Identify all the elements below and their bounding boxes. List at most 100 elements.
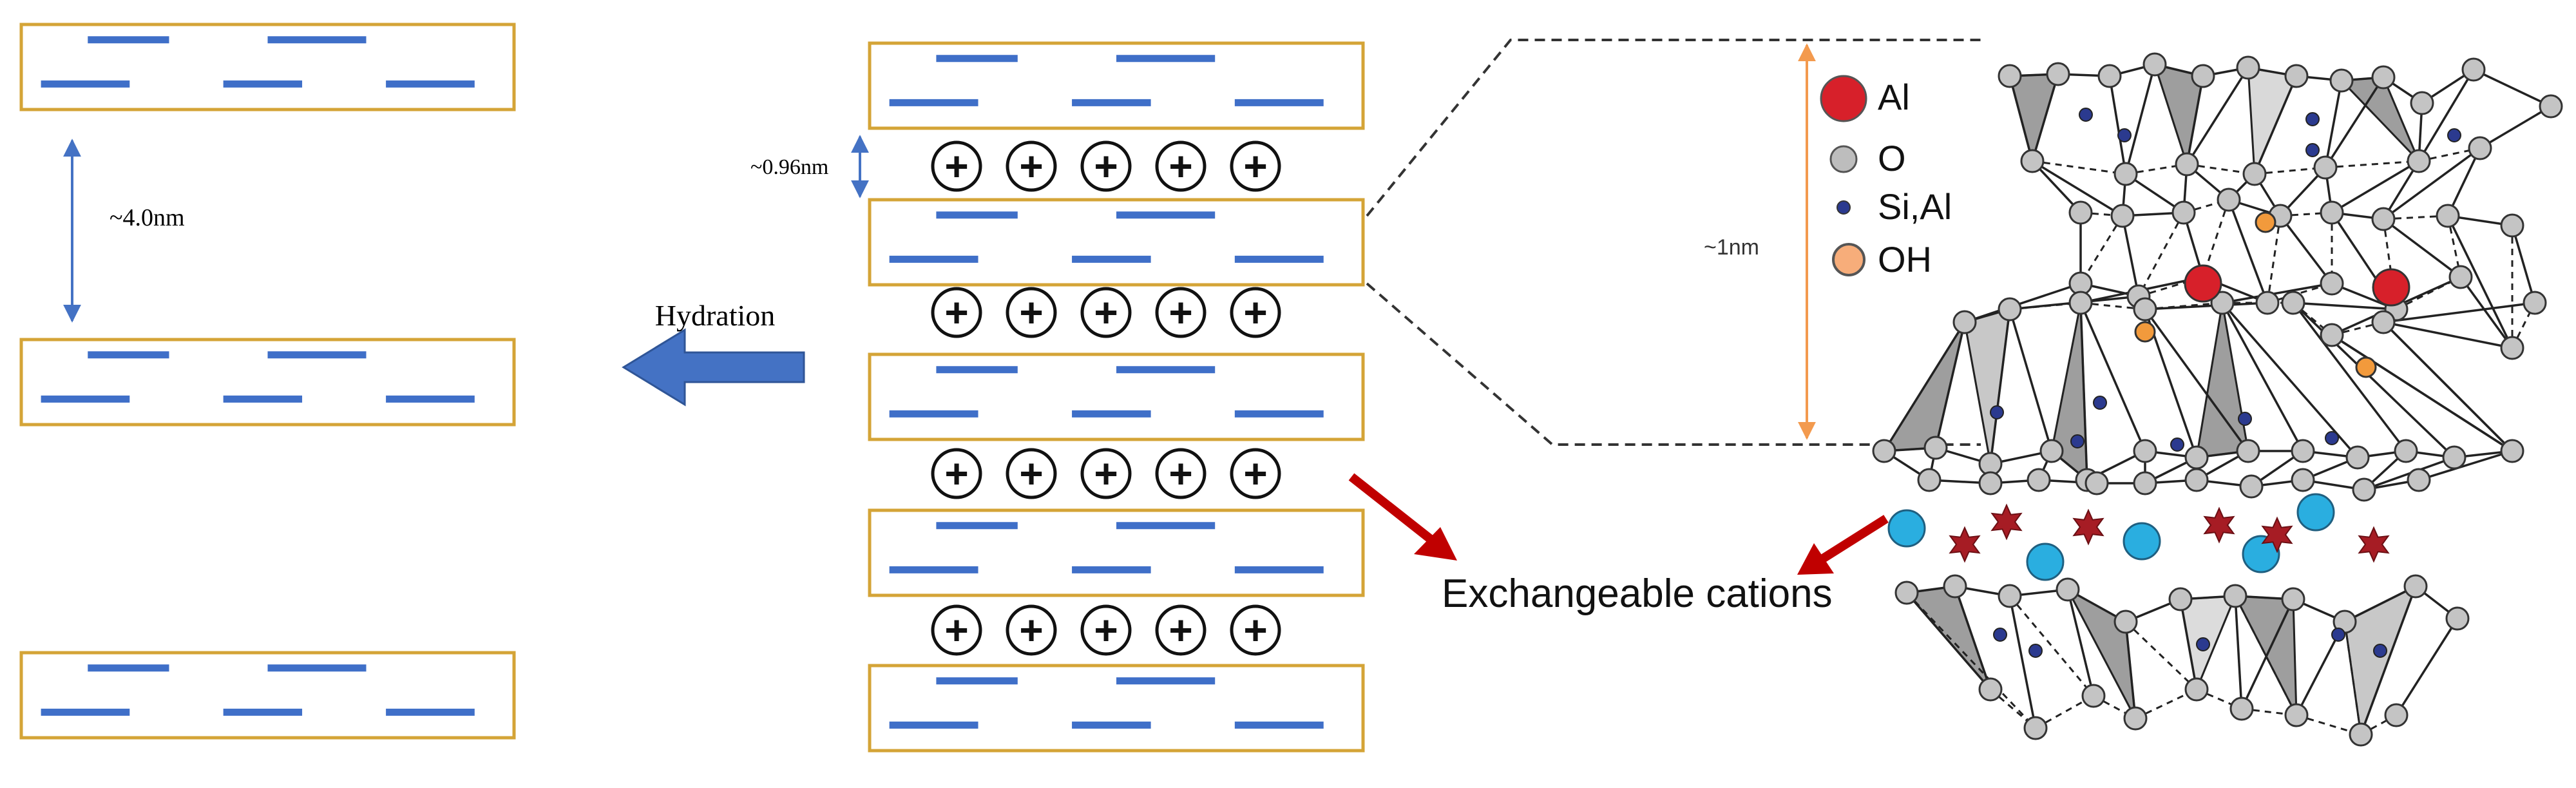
hydrated-cation-circle	[2026, 543, 2065, 581]
oxygen-atom	[2281, 587, 2305, 611]
cation-circle	[1080, 448, 1132, 499]
cation-sign: +	[1019, 450, 1043, 497]
cation-circle	[1155, 448, 1207, 499]
solid-bond	[2186, 67, 2249, 165]
clay-sheet	[868, 352, 1365, 441]
solid-bond	[2447, 148, 2481, 216]
cation-sign: +	[1169, 289, 1192, 336]
dashed-bond	[2395, 618, 2459, 716]
oxygen-atom	[2403, 574, 2428, 599]
hydrated-cation-circle	[2242, 535, 2280, 573]
oxygen-atom	[2500, 336, 2524, 360]
oxygen-atom	[2320, 200, 2344, 225]
solid-bond	[2124, 621, 2137, 719]
oxygen-atom	[2468, 136, 2492, 160]
silicon-aluminum-atom	[2373, 644, 2387, 658]
cation-sign: +	[944, 143, 968, 189]
solid-bond	[2459, 276, 2514, 349]
spacing-label-4nm: ~4.0nm	[110, 204, 185, 231]
dashed-bond	[2396, 276, 2461, 311]
red-arrow-shaft	[1348, 473, 1443, 550]
interlayer-spacing-096nm: ~0.96nm	[750, 135, 869, 198]
cation-plus-icon: +	[1006, 448, 1057, 499]
cation-plus-icon: +	[1080, 448, 1132, 499]
cation-sign: +	[1243, 143, 1267, 189]
dashed-bond	[2266, 215, 2282, 303]
cation-plus-icon: +	[1080, 140, 1132, 192]
oxygen-atom	[2371, 65, 2396, 90]
oxygen-atom	[2329, 68, 2354, 93]
exchangeable-cations-label: Exchangeable cations	[1442, 572, 1833, 616]
oxygen-atom	[1952, 310, 1977, 334]
oxygen-atom	[2210, 291, 2235, 315]
oxygen-atom	[2184, 677, 2209, 702]
cation-plus-icon: +	[1155, 140, 1207, 192]
cation-circle	[1230, 448, 1281, 499]
cation-sign: +	[1169, 143, 1192, 189]
spacing-label-096nm: ~0.96nm	[750, 155, 828, 179]
clay-sheet	[868, 41, 1365, 130]
cation-circle	[1006, 287, 1057, 338]
oxygen-atom	[2168, 587, 2193, 611]
cation-circle	[931, 448, 982, 499]
solid-bond	[2383, 302, 2535, 323]
clay-sheet	[19, 651, 516, 740]
dashed-bond	[2144, 302, 2223, 311]
oxygen-atom	[2320, 323, 2344, 347]
solid-bond	[2032, 160, 2123, 217]
solid-bond	[2066, 589, 2095, 697]
silicon-aluminum-atom	[2325, 431, 2339, 445]
oxygen-atom	[2184, 468, 2209, 492]
star-cation-icon	[2072, 508, 2104, 546]
dashed-bond	[2293, 302, 2333, 336]
dashed-bond	[2331, 321, 2384, 336]
solid-bond	[2324, 80, 2343, 168]
oxygen-atom	[1998, 297, 2022, 322]
oxygen-atom	[2229, 697, 2254, 721]
solid-bond	[2331, 334, 2513, 452]
cation-circle	[1155, 287, 1207, 338]
silicon-aluminum-atom	[1990, 405, 2004, 419]
layer-thickness-bracket: ~1nm	[1704, 43, 1816, 440]
dashed-bond	[2511, 302, 2536, 349]
oxygen-atom	[2284, 64, 2309, 88]
cation-sign: +	[944, 450, 968, 497]
zoom-lines	[1366, 39, 1981, 446]
crystal-interlayer-cations	[1887, 493, 2390, 581]
cation-sign: +	[1019, 607, 1043, 653]
silicon-aluminum-atom	[2079, 108, 2093, 122]
crystal-structure	[1872, 52, 2563, 747]
red-arrow-left-icon	[1797, 543, 1834, 575]
cation-plus-icon: +	[1006, 287, 1057, 338]
oxygen-atom	[2027, 468, 2051, 492]
legend-label-al: Al	[1878, 77, 1910, 117]
oxygen-atom	[2313, 155, 2338, 180]
cation-sign: +	[944, 607, 968, 653]
oxygen-atom	[1872, 439, 1896, 463]
oxygen-atom	[2133, 297, 2157, 322]
solid-bond	[2234, 595, 2243, 709]
oxygen-atom	[2239, 474, 2264, 499]
oxygen-atom	[2223, 584, 2247, 608]
dashed-bond	[1905, 591, 2037, 729]
star-cation-icon	[2261, 516, 2293, 553]
cation-sign: +	[1243, 289, 1267, 336]
silicon-aluminum-atom	[2331, 628, 2345, 642]
solid-bond	[1954, 586, 1992, 690]
oxygen-atom	[2068, 200, 2093, 225]
oxygen-atom	[2291, 468, 2315, 492]
interlayer-spacing-4nm: ~4.0nm	[63, 139, 185, 323]
oxygen-atom	[1917, 468, 1942, 492]
oxygen-atom	[2046, 62, 2070, 86]
oxygen-atom	[2291, 439, 2315, 463]
oxygen-atom	[2184, 445, 2209, 470]
red-arrow-shaft	[1817, 515, 1889, 564]
solid-bond	[2382, 321, 2514, 452]
dashed-bond	[2137, 212, 2185, 297]
star-cation-icon	[2203, 506, 2235, 544]
silicon-aluminum-atom	[2305, 143, 2320, 157]
solid-bond	[2144, 302, 2268, 311]
silicon-aluminum-atom	[2305, 112, 2320, 126]
dashed-bond	[2202, 199, 2230, 278]
cation-circle	[1155, 140, 1207, 192]
